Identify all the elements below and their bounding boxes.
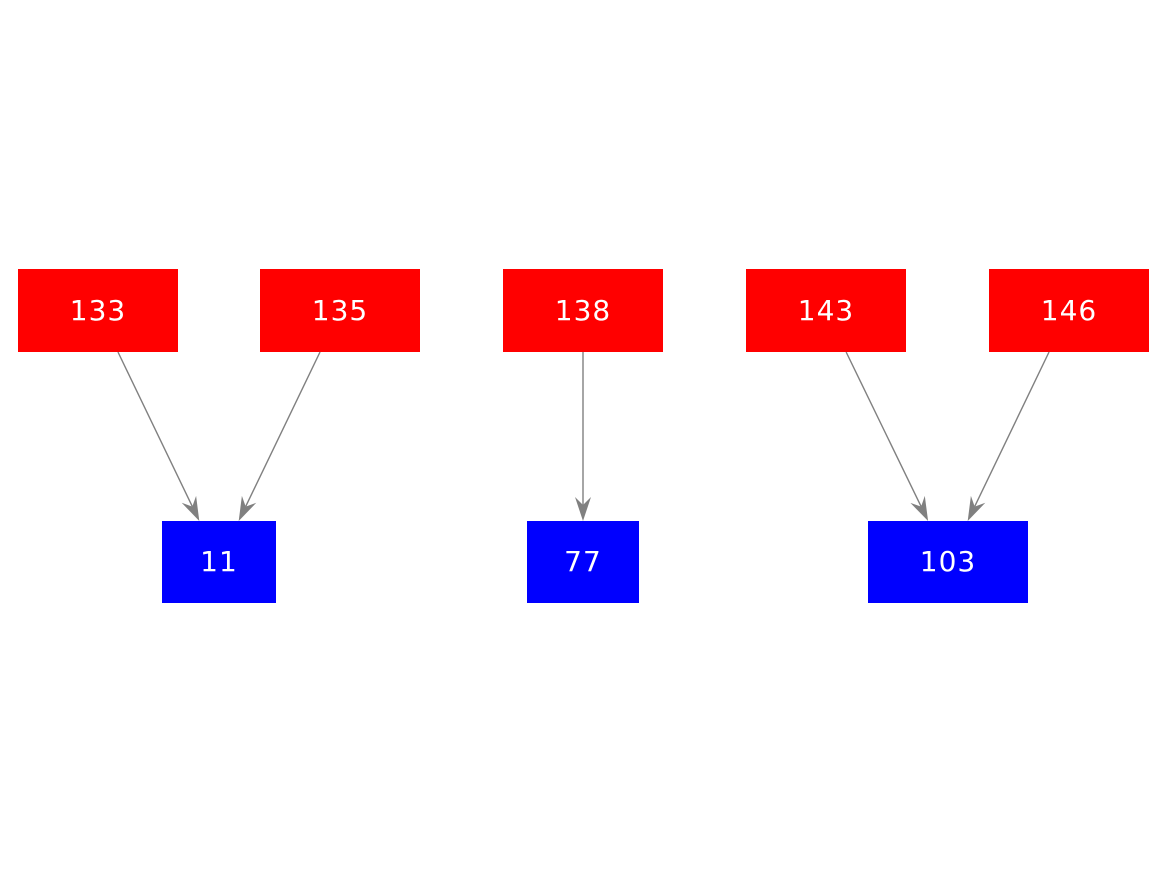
node-label: 135 [311,293,369,327]
arrowhead-icon [575,497,591,521]
graph-node-77: 77 [527,521,639,603]
graph-node-103: 103 [868,521,1028,603]
graph-node-146: 146 [989,269,1149,352]
graph-node-138: 138 [503,269,663,352]
arrowhead-icon [181,495,200,521]
node-label: 11 [200,545,238,578]
graph-node-135: 135 [260,269,420,352]
edge-line-143-103 [845,351,922,507]
arrowhead-icon [910,495,929,521]
edge-line-133-11 [117,351,193,507]
graph-node-143: 143 [746,269,906,352]
node-label: 133 [69,293,127,327]
node-label: 77 [564,545,602,578]
graph-node-133: 133 [18,269,178,352]
node-label: 146 [1040,293,1098,327]
node-label: 138 [554,293,612,327]
edge-line-146-103 [974,351,1050,507]
node-label: 103 [919,545,977,578]
edge-line-135-11 [245,351,321,507]
graph-node-11: 11 [162,521,276,603]
arrowhead-icon [967,495,986,521]
node-label: 143 [797,293,855,327]
arrowhead-icon [238,495,257,521]
